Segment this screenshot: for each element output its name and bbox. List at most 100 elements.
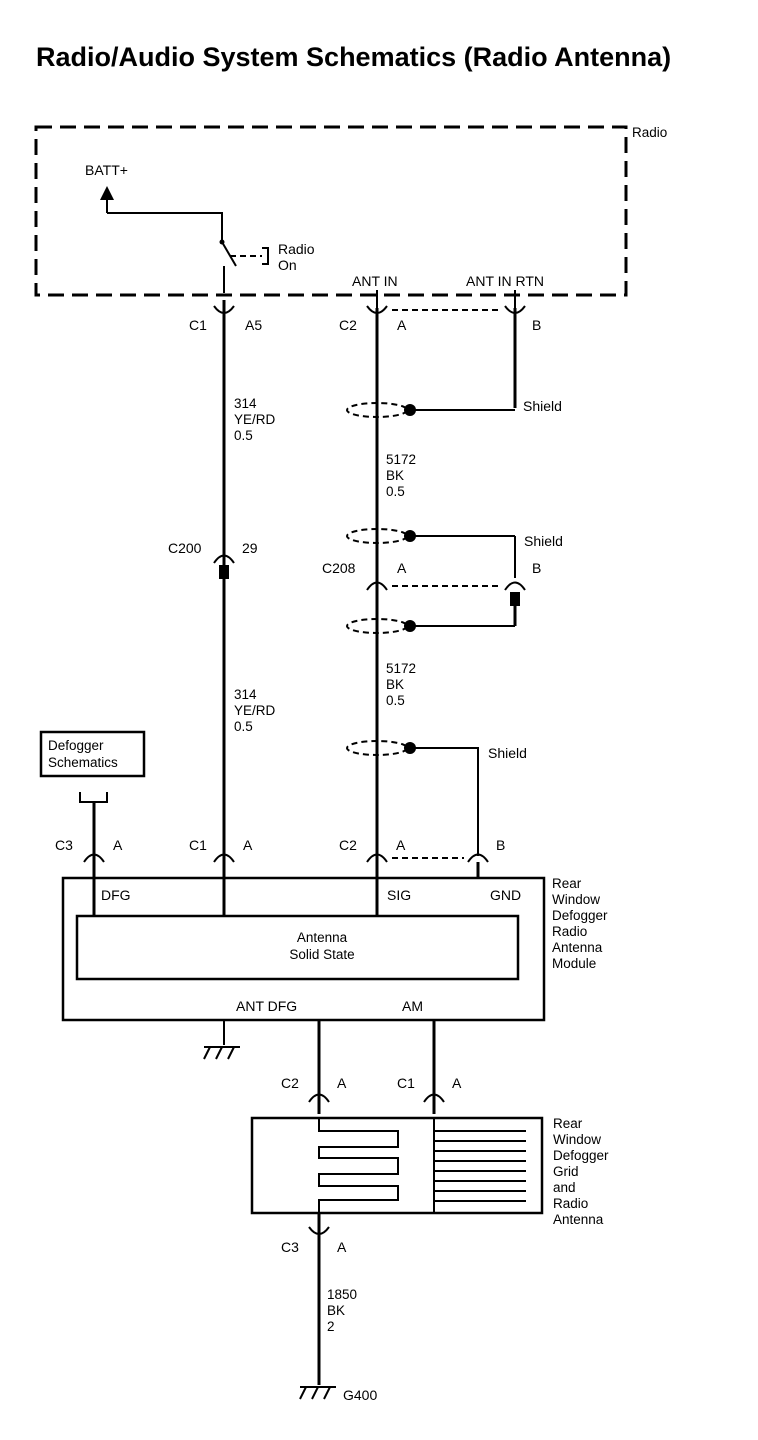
ant-in-rtn-label: ANT IN RTN bbox=[466, 273, 544, 289]
wire-5172b-color: BK bbox=[386, 677, 404, 692]
connector-c208-b-icon bbox=[504, 581, 526, 591]
ground-g400-label: G400 bbox=[343, 1387, 377, 1403]
wire-5172-num: 5172 bbox=[386, 452, 416, 467]
conn-b-c2-label: B bbox=[496, 837, 505, 853]
module-name-3: Defogger bbox=[552, 908, 608, 923]
conn-c2-label: C2 bbox=[339, 317, 357, 333]
wire-314-num: 314 bbox=[234, 396, 257, 411]
module-name-5: Antenna bbox=[552, 940, 603, 955]
pin-dfg-label: DFG bbox=[101, 887, 131, 903]
page-title: Radio/Audio System Schematics (Radio Ant… bbox=[36, 42, 671, 72]
wire-314: C1 A5 314 YE/RD 0.5 C200 29 314 YE/RD 0.… bbox=[168, 300, 276, 890]
conn-a-label: A bbox=[397, 317, 407, 333]
conn-c200-label: C200 bbox=[168, 540, 202, 556]
module-inner-line2: Solid State bbox=[289, 947, 354, 962]
defogger-grid: Rear Window Defogger Grid and Radio Ante… bbox=[250, 1116, 609, 1227]
connector-c3-mod-icon bbox=[83, 853, 105, 863]
batt-label: BATT+ bbox=[85, 162, 128, 178]
wire-5172b-size: 0.5 bbox=[386, 693, 405, 708]
grid-name-4: Grid bbox=[553, 1164, 579, 1179]
conn-a-c3-label: A bbox=[113, 837, 123, 853]
conn-c2-mod-label: C2 bbox=[339, 837, 357, 853]
antenna-element-icon bbox=[434, 1130, 526, 1202]
antenna-module: DFG SIG GND Antenna Solid State ANT DFG … bbox=[61, 862, 608, 1060]
grid-name-2: Window bbox=[553, 1132, 601, 1147]
batt-arrow-icon bbox=[100, 186, 114, 200]
connector-c2-grid-icon bbox=[308, 1093, 330, 1103]
conn-c1-grid-label: C1 bbox=[397, 1075, 415, 1091]
defogger-schematics-ref: Defogger Schematics C3 A bbox=[39, 730, 146, 890]
conn-c2-grid-label: C2 bbox=[281, 1075, 299, 1091]
batt-supply: BATT+ bbox=[85, 162, 223, 240]
connector-c2-b-icon bbox=[504, 305, 526, 314]
shield-4-label: Shield bbox=[488, 745, 527, 761]
conn-a-c2-label: A bbox=[396, 837, 406, 853]
wire-5172: C2 A B Shield 5172 BK 0.5 Shield C208 A … bbox=[322, 305, 563, 916]
wire-314-size: 0.5 bbox=[234, 428, 253, 443]
connector-c1-mod-icon bbox=[213, 853, 235, 863]
pin-ant-dfg-label: ANT DFG bbox=[236, 998, 297, 1014]
module-inner-line1: Antenna bbox=[297, 930, 348, 945]
conn-c208-label: C208 bbox=[322, 560, 356, 576]
shield-2-label: Shield bbox=[524, 533, 563, 549]
grid-feed-wires: C2 A C1 A bbox=[281, 1020, 462, 1114]
shield-1-label: Shield bbox=[523, 398, 562, 414]
radio-box bbox=[34, 125, 628, 297]
connector-c1-grid-icon bbox=[423, 1093, 445, 1103]
wire-5172b-num: 5172 bbox=[386, 661, 416, 676]
heater-grid-icon bbox=[318, 1118, 399, 1213]
switch-label-on: On bbox=[278, 257, 297, 273]
radio-on-switch: Radio On bbox=[219, 239, 315, 293]
conn-c208-b-label: B bbox=[532, 560, 541, 576]
grid-name-6: Radio bbox=[553, 1196, 588, 1211]
wire-1850-size: 2 bbox=[327, 1319, 335, 1334]
connector-c200-icon bbox=[213, 554, 235, 564]
connector-c1-a5-icon bbox=[213, 305, 235, 314]
defogger-ref-line2: Schematics bbox=[48, 755, 118, 770]
connector-c208-a-icon bbox=[366, 581, 388, 591]
wire-314-color: YE/RD bbox=[234, 412, 276, 427]
conn-a-c3g-label: A bbox=[337, 1239, 347, 1255]
connector-c2-mod-b-icon bbox=[467, 853, 489, 863]
wire-1850: C3 A 1850 BK 2 G400 bbox=[281, 1213, 377, 1403]
conn-a-c2g-label: A bbox=[337, 1075, 347, 1091]
connector-c3-grid-icon bbox=[308, 1226, 330, 1235]
switch-blade-icon bbox=[221, 241, 237, 267]
conn-c3-label: C3 bbox=[55, 837, 73, 853]
module-name-1: Rear bbox=[552, 876, 582, 891]
module-name-2: Window bbox=[552, 892, 600, 907]
wire-1850-color: BK bbox=[327, 1303, 345, 1318]
radio-label: Radio bbox=[632, 125, 667, 140]
grid-name-7: Antenna bbox=[553, 1212, 604, 1227]
module-name-4: Radio bbox=[552, 924, 587, 939]
wire-1850-num: 1850 bbox=[327, 1287, 357, 1302]
conn-b-label: B bbox=[532, 317, 541, 333]
conn-a-c1g-label: A bbox=[452, 1075, 462, 1091]
pin-gnd-label: GND bbox=[490, 887, 521, 903]
grid-name-3: Defogger bbox=[553, 1148, 609, 1163]
conn-c1-label: C1 bbox=[189, 317, 207, 333]
switch-label-radio: Radio bbox=[278, 241, 315, 257]
grid-name-1: Rear bbox=[553, 1116, 583, 1131]
wire-314b-num: 314 bbox=[234, 687, 257, 702]
conn-c1-mod-label: C1 bbox=[189, 837, 207, 853]
ground-g400-icon bbox=[299, 1386, 336, 1400]
grid-name-5: and bbox=[553, 1180, 576, 1195]
wire-314b-size: 0.5 bbox=[234, 719, 253, 734]
pin-am-label: AM bbox=[402, 998, 423, 1014]
conn-a-c1-label: A bbox=[243, 837, 253, 853]
conn-c208-a-label: A bbox=[397, 560, 407, 576]
conn-c3-grid-label: C3 bbox=[281, 1239, 299, 1255]
module-name-6: Module bbox=[552, 956, 596, 971]
chassis-ground-icon bbox=[203, 1046, 240, 1060]
ant-in-label: ANT IN bbox=[352, 273, 398, 289]
wire-5172-size: 0.5 bbox=[386, 484, 405, 499]
defogger-ref-line1: Defogger bbox=[48, 738, 104, 753]
conn-a5-label: A5 bbox=[245, 317, 262, 333]
pin-sig-label: SIG bbox=[387, 887, 411, 903]
conn-29-label: 29 bbox=[242, 540, 258, 556]
connector-c2-a-icon bbox=[366, 305, 388, 314]
wire-5172-color: BK bbox=[386, 468, 404, 483]
connector-c2-mod-a-icon bbox=[366, 853, 388, 863]
